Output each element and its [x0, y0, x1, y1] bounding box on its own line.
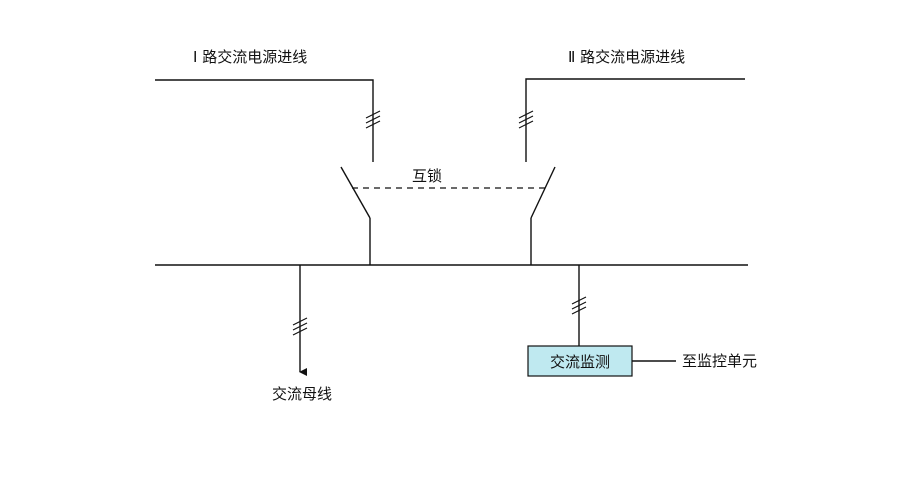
ac-bus-label: 交流母线: [272, 385, 332, 403]
to-monitor-unit-label: 至监控单元: [682, 352, 757, 370]
incoming-line-1-label: Ⅰ 路交流电源进线: [193, 48, 307, 66]
incoming-line-2-label: Ⅱ 路交流电源进线: [568, 48, 685, 66]
switch-2-blade: [530, 166, 556, 219]
switch-1-blade: [340, 166, 371, 219]
interlock-label: 互锁: [412, 167, 442, 185]
incoming-line-1-phase-ticks: [365, 110, 381, 129]
ac-monitor-label: 交流监测: [550, 353, 610, 371]
ac-monitor-feeder-phase-ticks: [571, 296, 587, 315]
ac-bus-feeder-phase-ticks: [292, 317, 308, 336]
incoming-line-2-phase-ticks: [518, 110, 534, 129]
incoming-line-2: [525, 78, 745, 162]
incoming-line-1: [155, 79, 374, 162]
ac-monitor-box: [527, 345, 633, 377]
